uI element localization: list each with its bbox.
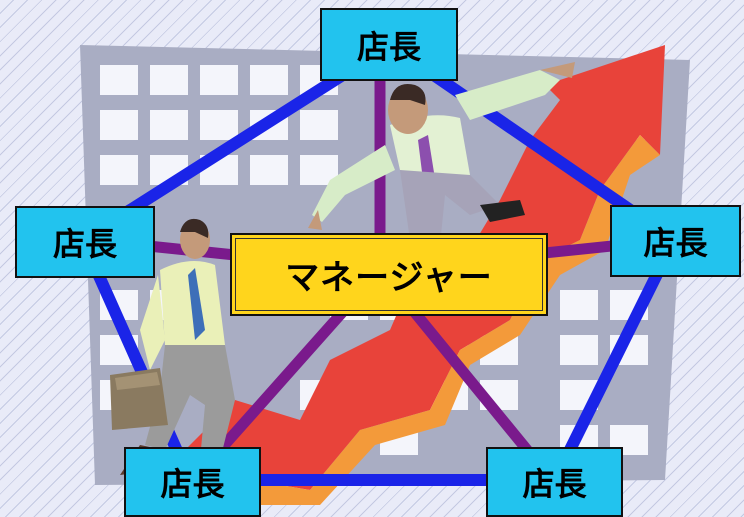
climbing-businessman-icon: [308, 62, 575, 245]
store-label: 店長: [356, 27, 421, 66]
store-node-bottom-right: 店長: [486, 447, 623, 517]
manager-label: マネージャー: [285, 258, 493, 298]
store-label: 店長: [160, 465, 225, 503]
store-label: 店長: [643, 224, 708, 262]
manager-node: マネージャー: [230, 233, 548, 316]
store-node-bottom-left: 店長: [124, 447, 261, 517]
store-label: 店長: [522, 465, 587, 503]
store-node-left: 店長: [15, 206, 155, 278]
store-node-top: 店長: [320, 8, 458, 81]
store-node-right: 店長: [610, 205, 741, 277]
store-label: 店長: [52, 225, 117, 263]
